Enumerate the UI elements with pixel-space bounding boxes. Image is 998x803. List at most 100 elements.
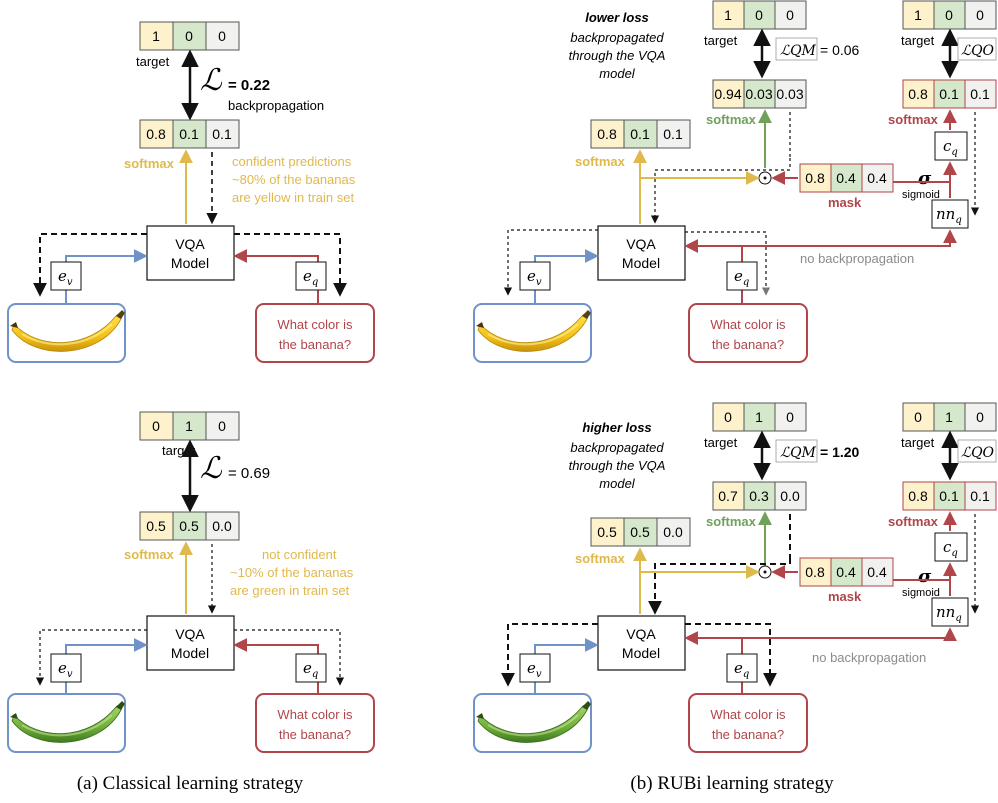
loss-subheading: through the VQA — [569, 458, 666, 473]
vqa-model-box: VQA Model — [597, 615, 686, 671]
softmax-box-qm: 0.7 0.3 0.0 — [712, 481, 807, 511]
note-line: not confident — [262, 547, 337, 562]
note-line: ~80% of the bananas — [232, 172, 356, 187]
mask-value: 0.4 — [867, 170, 887, 186]
softmax-value: 0.0 — [780, 488, 800, 504]
softmax-value: 0.5 — [597, 524, 617, 540]
caption-b: (b) RUBi learning strategy — [630, 773, 834, 794]
softmax-value: 0.1 — [970, 86, 990, 102]
vqa-model-box: VQA Model — [146, 225, 235, 281]
target-box: 0 1 0 — [139, 411, 240, 441]
loss-qo-symbol: ℒQO — [961, 445, 995, 461]
target-label: target — [704, 435, 738, 450]
backprop-dashed-right — [685, 623, 777, 687]
ev-box: ev — [519, 653, 551, 683]
eq-symbol: e — [303, 267, 312, 285]
loss-subheading: model — [599, 66, 636, 81]
eq-subscript: q — [743, 277, 749, 288]
target-box-qm: 1 0 0 — [712, 0, 807, 30]
cq-box: cq — [934, 532, 968, 562]
loss-subheading: backpropagated — [570, 30, 664, 45]
cq-box: cq — [934, 131, 968, 161]
image-box — [473, 303, 592, 363]
loss-symbol: ℒ — [200, 63, 223, 98]
loss-qm-symbol: ℒQM — [780, 43, 817, 59]
nnq-subscript: q — [955, 613, 961, 624]
vqa-label: Model — [171, 645, 209, 661]
vqa-label: Model — [171, 255, 209, 271]
question-text: the banana? — [279, 337, 351, 352]
target-box: 1 0 0 — [139, 21, 240, 51]
target-value: 0 — [786, 7, 794, 23]
softmax-box-qo: 0.8 0.1 0.1 — [902, 79, 997, 109]
odot-dot — [763, 570, 767, 574]
loss-value: = 0.22 — [228, 77, 270, 94]
sigma-symbol: σ — [918, 566, 932, 587]
svg-text:eq: eq — [303, 267, 318, 288]
loss-qo-symbol-box — [957, 439, 997, 463]
nnq-box: nnq — [931, 597, 969, 627]
mask-value: 0.8 — [805, 564, 825, 580]
softmax-label: softmax — [124, 547, 175, 562]
ev-box: ev — [519, 261, 551, 291]
target-value: 0 — [218, 418, 226, 434]
note-line: ~10% of the bananas — [230, 565, 354, 580]
softmax-value: 0.1 — [939, 488, 959, 504]
odot-backprop-dashed — [648, 558, 791, 615]
nnq-box: nnq — [931, 199, 969, 229]
eq-box: eq — [726, 261, 758, 291]
target-value: 1 — [945, 409, 953, 425]
softmax-value: 0.8 — [597, 126, 617, 142]
softmax-label: softmax — [888, 514, 939, 529]
loss-qm-symbol: ℒQM — [780, 445, 817, 461]
panel-b-top: lower loss backpropagated through the VQ… — [473, 0, 997, 363]
mask-value: 0.4 — [836, 170, 856, 186]
mask-value: 0.8 — [805, 170, 825, 186]
loss-symbol: ℒ — [200, 451, 223, 486]
mask-box: 0.8 0.4 0.4 — [799, 557, 894, 587]
target-value: 0 — [185, 28, 193, 44]
odot-backprop-dashed — [650, 158, 791, 224]
svg-text:eq: eq — [734, 659, 749, 680]
vqa-model-box: VQA Model — [597, 225, 686, 281]
softmax-value: 0.1 — [630, 126, 650, 142]
softmax-box: 0.8 0.1 0.1 — [139, 119, 240, 149]
softmax-box-qo: 0.8 0.1 0.1 — [902, 481, 997, 511]
softmax-label: softmax — [575, 551, 626, 566]
softmax-label: softmax — [706, 514, 757, 529]
nnq-symbol: nn — [936, 205, 955, 223]
vqa-label: VQA — [175, 236, 205, 252]
eq-box: eq — [295, 261, 327, 291]
vqa-model-box: VQA Model — [146, 615, 235, 671]
loss-qm-symbol-box — [775, 37, 818, 61]
svg-text:ev: ev — [527, 267, 542, 288]
svg-text:cq: cq — [943, 538, 958, 559]
ev-subscript: v — [67, 669, 73, 680]
softmax-value: 0.1 — [663, 126, 683, 142]
mask-value: 0.4 — [836, 564, 856, 580]
note-line: are yellow in train set — [232, 190, 354, 205]
eq-box: eq — [295, 653, 327, 683]
eq-subscript: q — [312, 277, 318, 288]
question-to-nnq-arrow — [742, 627, 957, 642]
target-value: 1 — [185, 418, 193, 434]
target-value: 0 — [945, 7, 953, 23]
cq-symbol: c — [943, 538, 952, 556]
backprop-dashed-left — [33, 233, 147, 297]
image-box — [473, 693, 592, 753]
caption-a: (a) Classical learning strategy — [77, 773, 304, 794]
backprop-label: backpropagation — [228, 98, 324, 113]
target-value: 0 — [914, 409, 922, 425]
question-text: the banana? — [712, 337, 784, 352]
target-value: 0 — [755, 7, 763, 23]
loss-heading: lower loss — [585, 10, 649, 25]
ev-subscript: v — [536, 669, 542, 680]
eq-subscript: q — [743, 669, 749, 680]
softmax-value: 0.1 — [179, 126, 199, 142]
loss-subheading: backpropagated — [570, 440, 664, 455]
loss-value: = 0.69 — [228, 465, 270, 482]
softmax-value: 0.5 — [146, 518, 166, 534]
svg-text:ev: ev — [58, 659, 73, 680]
target-value: 1 — [914, 7, 922, 23]
note-line: are green in train set — [230, 583, 350, 598]
